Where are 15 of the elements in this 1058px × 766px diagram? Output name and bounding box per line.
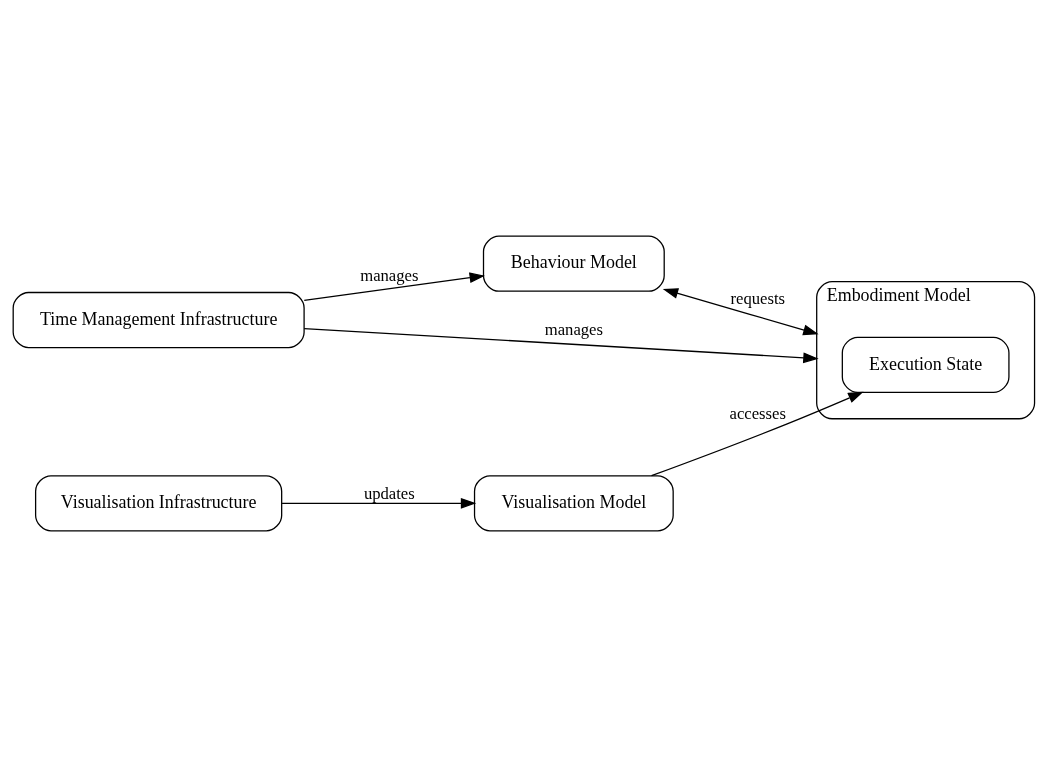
- edge-label: manages: [544, 319, 603, 339]
- arrow: [650, 391, 864, 476]
- node-box: Visualisation Model: [473, 474, 674, 531]
- node-box: Time Management Infrastructure: [12, 291, 305, 348]
- node-box: Behaviour Model: [482, 235, 665, 292]
- arrow: [303, 327, 819, 363]
- edge-label: updates: [363, 483, 415, 503]
- edge-label: accesses: [729, 403, 786, 423]
- edge-label: manages: [360, 265, 419, 285]
- arrow: [303, 271, 485, 301]
- arrow: [281, 497, 477, 509]
- node-box: Visualisation Infrastructure: [35, 474, 283, 531]
- arrow: [662, 287, 819, 335]
- node-box: Execution State: [841, 336, 1010, 393]
- edge-label: requests: [730, 288, 786, 308]
